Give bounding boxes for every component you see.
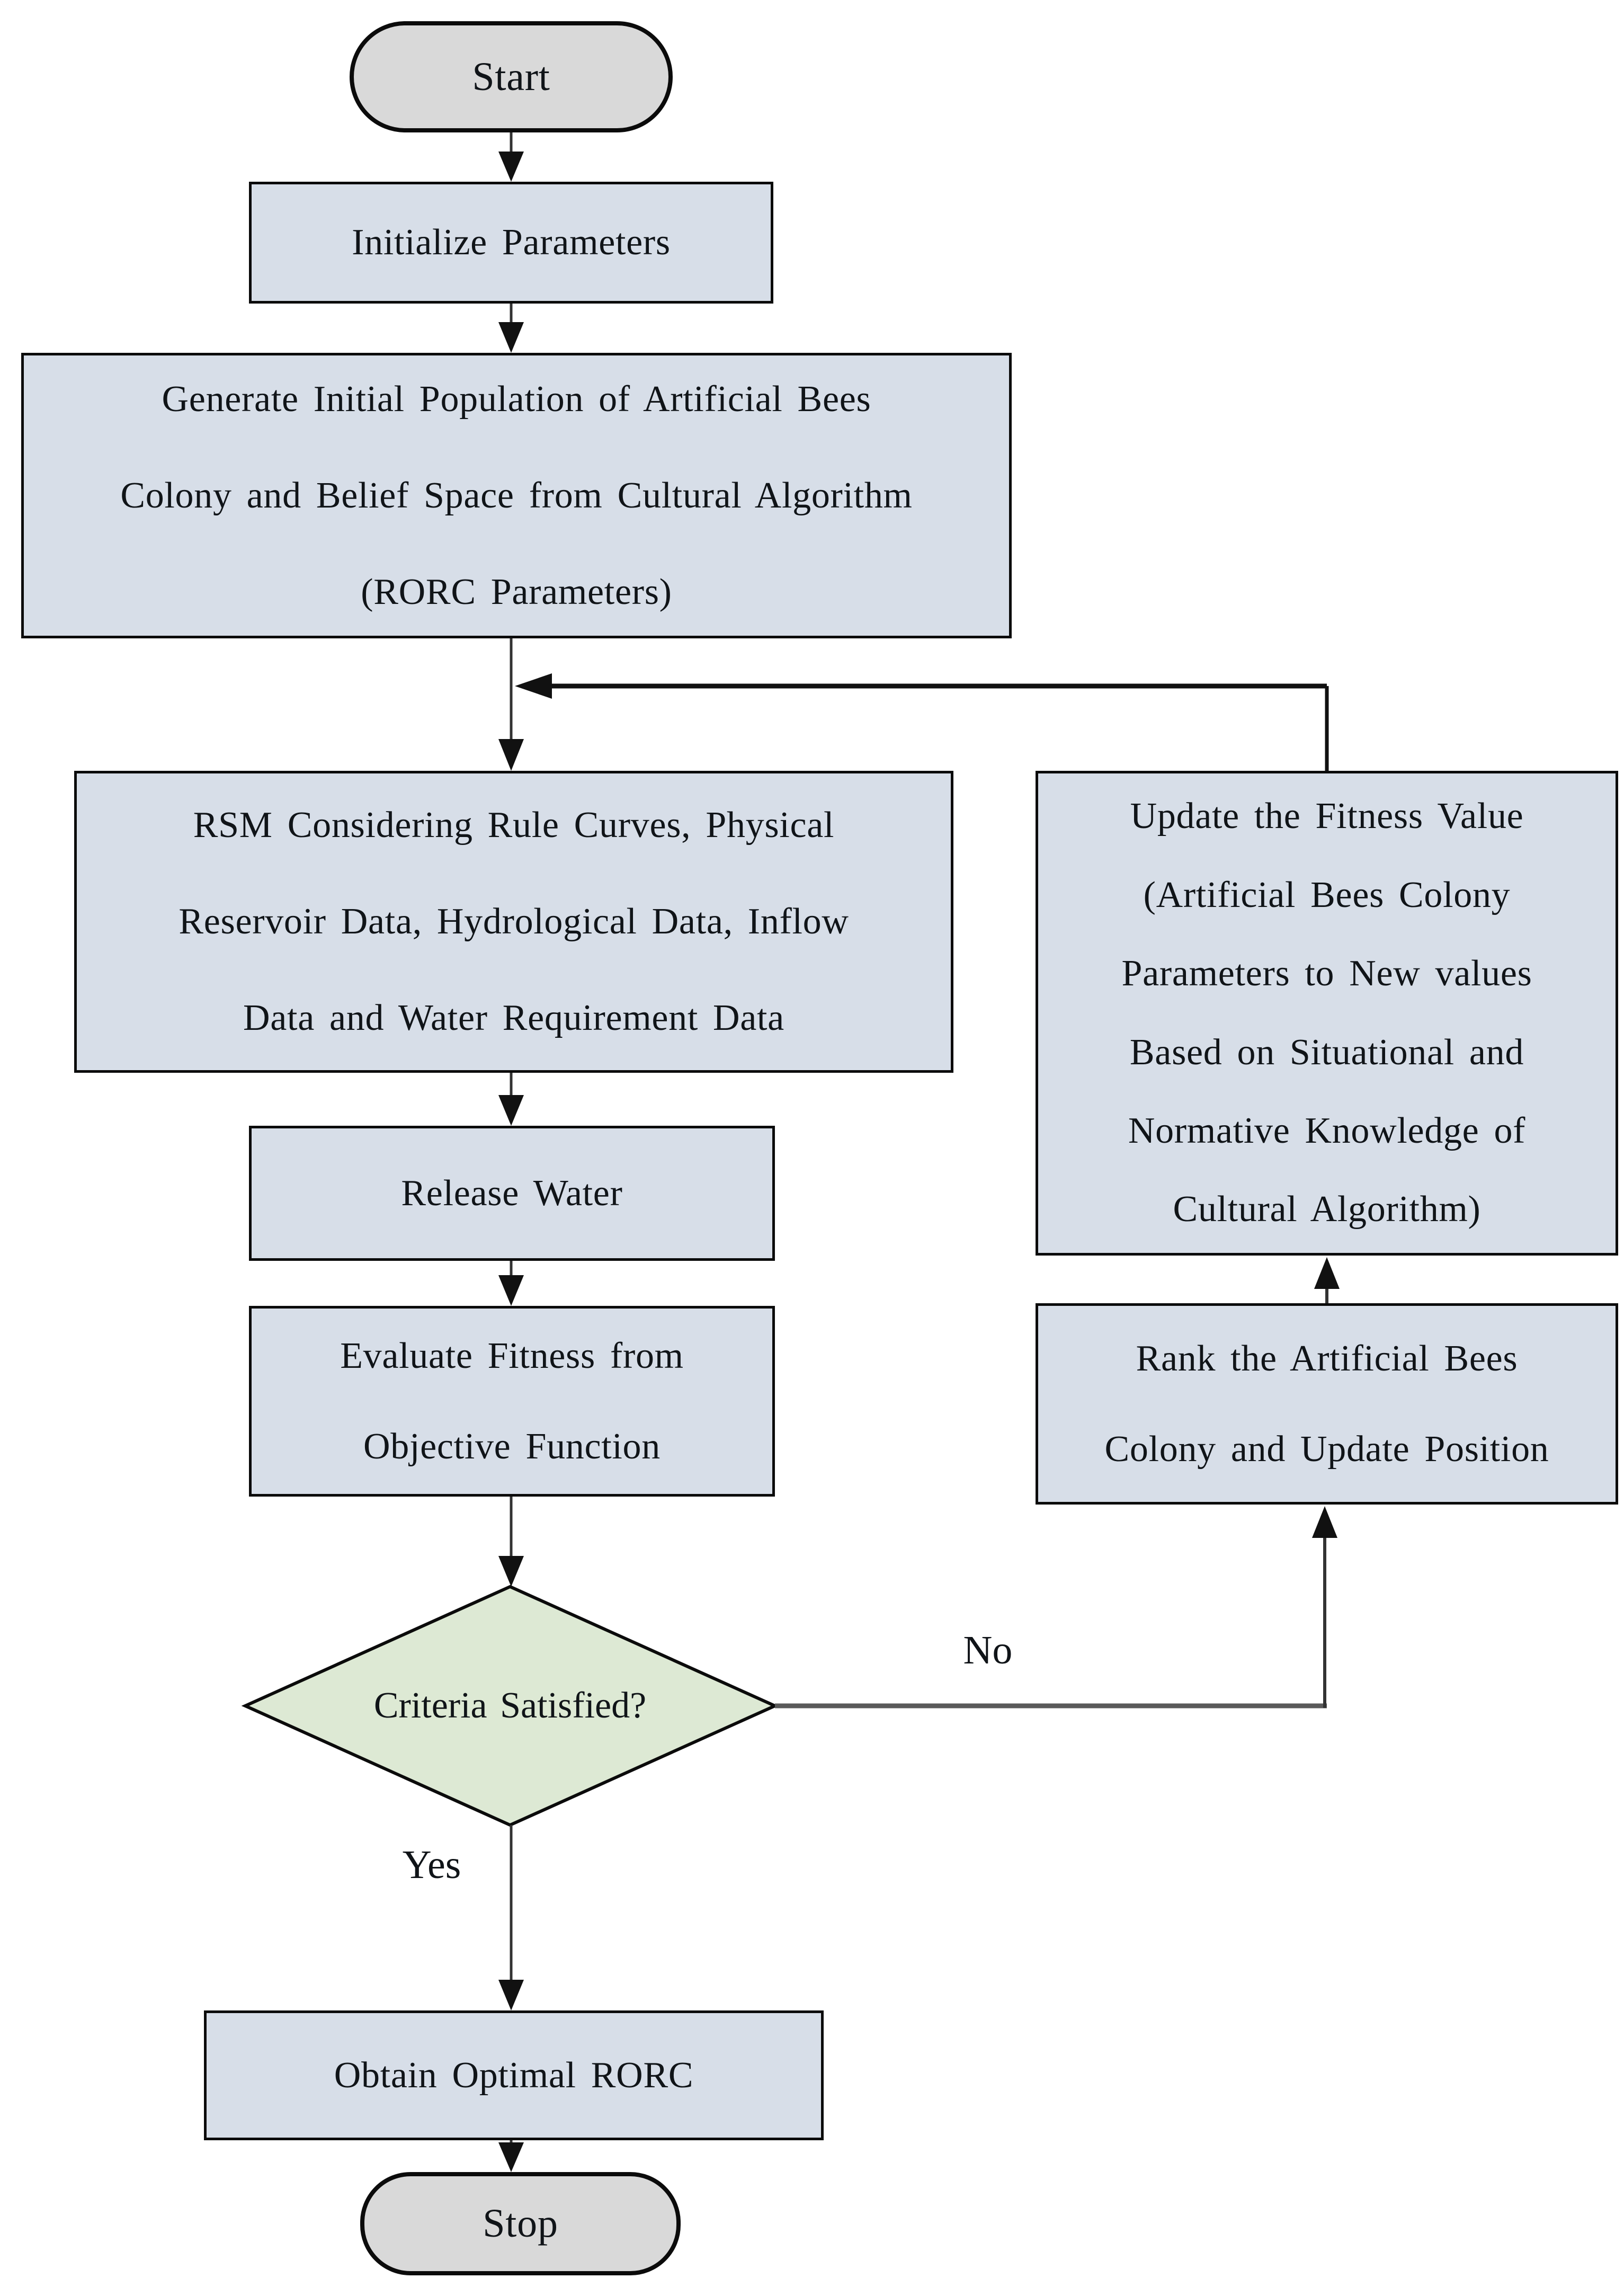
edge-label-yes: Yes [402,1842,461,1887]
node-rsm-simulation: RSM Considering Rule Curves, Physical Re… [74,771,953,1073]
arrowhead-initialize-generate [498,322,524,353]
arrowhead-rank-update [1314,1257,1340,1289]
arrowhead-decision-obtain [498,1980,524,2010]
node-obtain-optimal-rorc: Obtain Optimal RORC [204,2010,824,2140]
node-rank-bees-colony: Rank the Artificial Bees Colony and Upda… [1036,1303,1618,1505]
node-evaluate-fitness: Evaluate Fitness from Objective Function [249,1306,775,1497]
arrowhead-obtain-stop [498,2142,524,2172]
arrowhead-evaluate-decision [498,1556,524,1587]
decision-criteria-satisfied-label: Criteria Satisfied? [373,1685,647,1726]
node-initialize-parameters: Initialize Parameters [249,182,773,304]
node-stop: Stop [360,2172,681,2275]
arrowhead-generate-rsm [498,739,524,771]
edge-label-no: No [963,1627,1013,1672]
arrowhead-release-evaluate [498,1275,524,1306]
arrowhead-rsm-release [498,1095,524,1126]
arrowhead-start-initialize [498,152,524,182]
node-update-fitness-value: Update the Fitness Value (Artificial Bee… [1036,771,1618,1256]
arrowhead-feedback-junction [515,673,552,699]
node-start: Start [350,21,673,132]
node-generate-initial-population: Generate Initial Population of Artificia… [21,353,1012,638]
node-release-water: Release Water [249,1126,775,1261]
arrowhead-no-rank [1312,1506,1337,1538]
